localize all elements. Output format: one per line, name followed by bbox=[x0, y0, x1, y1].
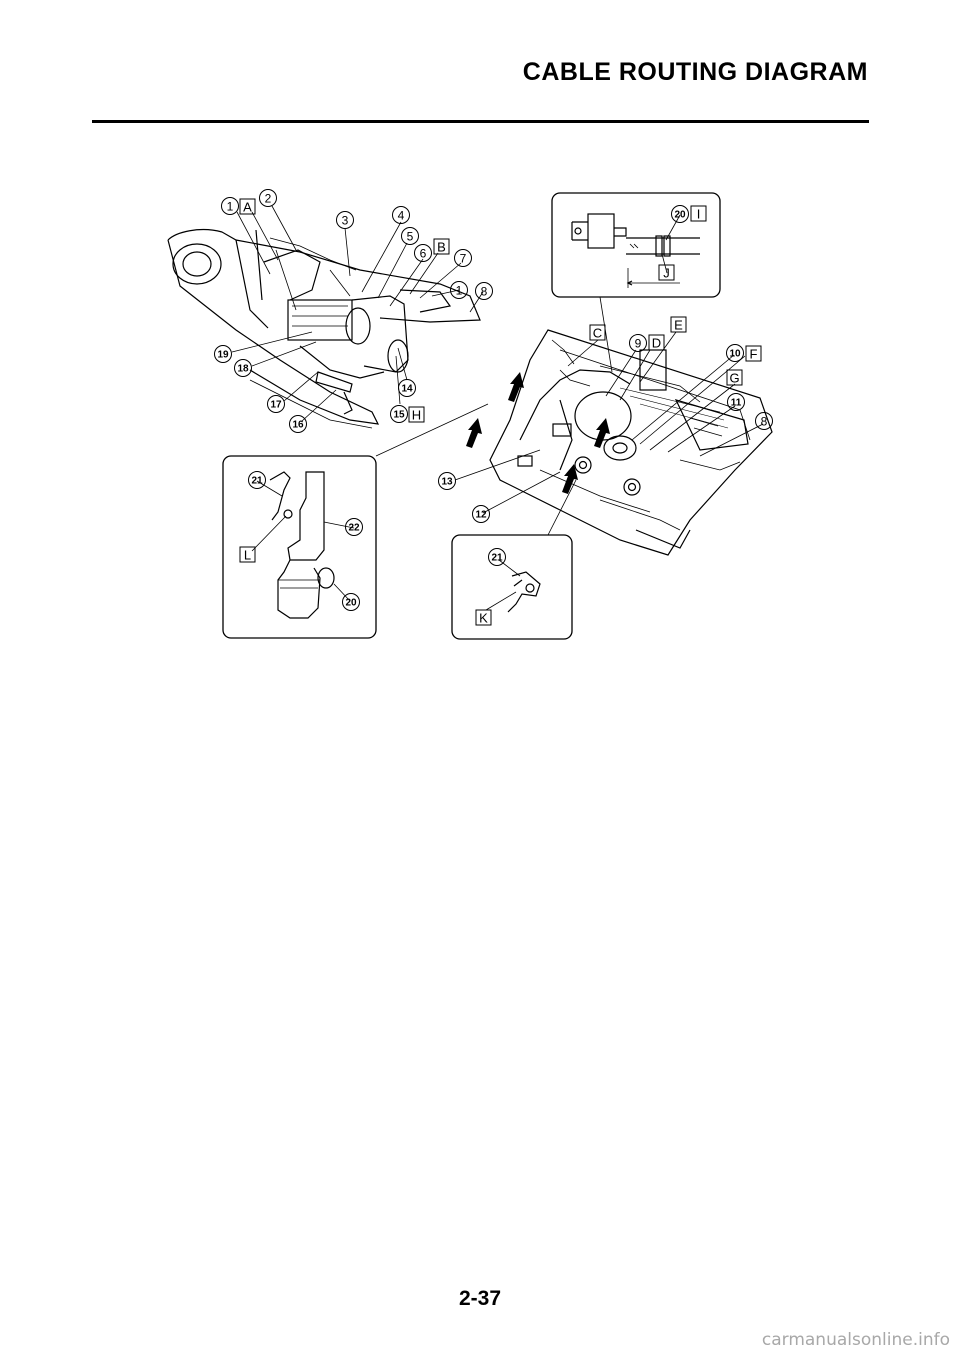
inset-box-bottom-left bbox=[222, 455, 377, 639]
callout-16: 16 bbox=[289, 415, 307, 433]
svg-text:L: L bbox=[244, 548, 251, 563]
inset-box-top-right bbox=[551, 192, 721, 298]
svg-text:19: 19 bbox=[217, 350, 229, 361]
svg-text:9: 9 bbox=[635, 337, 642, 351]
letter-E: E bbox=[670, 316, 687, 333]
svg-text:3: 3 bbox=[342, 214, 349, 228]
svg-text:2: 2 bbox=[265, 192, 272, 206]
callout-1a: 1 bbox=[221, 197, 239, 215]
callout-9: 9 bbox=[629, 334, 647, 352]
callout-20b: 20 bbox=[342, 593, 360, 611]
page-title: CABLE ROUTING DIAGRAM bbox=[522, 58, 868, 86]
callout-4: 4 bbox=[392, 206, 410, 224]
svg-text:I: I bbox=[697, 207, 701, 222]
callout-17: 17 bbox=[267, 395, 285, 413]
callout-10: 10 bbox=[726, 344, 744, 362]
inset-bottom-center-illustration bbox=[507, 571, 541, 613]
callout-21a: 21 bbox=[248, 471, 266, 489]
svg-text:20: 20 bbox=[345, 598, 357, 609]
callout-20a: 20 bbox=[671, 205, 689, 223]
callout-11: 11 bbox=[727, 393, 745, 411]
svg-text:C: C bbox=[593, 326, 602, 341]
svg-text:4: 4 bbox=[398, 209, 405, 223]
watermark: carmanualsonline.info bbox=[761, 1330, 950, 1350]
svg-text:5: 5 bbox=[407, 230, 414, 244]
letter-A: A bbox=[239, 198, 256, 215]
handlebar-throttle-illustration bbox=[167, 228, 481, 429]
svg-text:14: 14 bbox=[401, 384, 413, 395]
svg-text:J: J bbox=[663, 266, 670, 281]
frame-airbox-illustration bbox=[489, 329, 773, 556]
routing-arrows bbox=[466, 372, 610, 494]
page-number: 2-37 bbox=[458, 1287, 502, 1310]
svg-text:12: 12 bbox=[475, 510, 487, 521]
callout-8b: 8 bbox=[755, 412, 773, 430]
svg-text:B: B bbox=[437, 240, 446, 255]
arrow-3 bbox=[594, 418, 610, 448]
svg-text:10: 10 bbox=[729, 349, 741, 360]
inset-top-right-illustration bbox=[571, 213, 700, 288]
letter-I: I bbox=[690, 205, 707, 222]
svg-text:11: 11 bbox=[731, 398, 742, 409]
letter-J: J bbox=[658, 264, 675, 281]
callout-5: 5 bbox=[401, 227, 419, 245]
svg-text:17: 17 bbox=[270, 400, 282, 411]
letter-C: C bbox=[589, 324, 606, 341]
svg-text:8: 8 bbox=[761, 415, 768, 429]
inset-bottom-left-illustration bbox=[269, 471, 335, 619]
inset-box-bottom-center bbox=[451, 534, 573, 640]
callout-19: 19 bbox=[214, 345, 232, 363]
svg-text:21: 21 bbox=[251, 476, 263, 487]
callout-8a: 8 bbox=[475, 282, 493, 300]
callout-12: 12 bbox=[472, 505, 490, 523]
svg-text:7: 7 bbox=[460, 252, 467, 266]
callout-3: 3 bbox=[336, 211, 354, 229]
svg-text:H: H bbox=[412, 408, 421, 423]
letter-callouts: A B H C D E F G I J L K bbox=[239, 198, 762, 626]
callout-7: 7 bbox=[454, 249, 472, 267]
letter-F: F bbox=[745, 345, 762, 362]
svg-text:8: 8 bbox=[481, 285, 488, 299]
svg-text:15: 15 bbox=[393, 410, 405, 421]
callout-6: 6 bbox=[414, 244, 432, 262]
callout-13: 13 bbox=[438, 472, 456, 490]
callout-14: 14 bbox=[398, 379, 416, 397]
number-callouts: 1 2 3 4 5 6 7 1 8 19 18 17 16 14 15 9 10… bbox=[214, 189, 773, 611]
svg-text:F: F bbox=[750, 347, 758, 362]
svg-text:13: 13 bbox=[441, 477, 453, 488]
header-rule bbox=[92, 120, 869, 123]
leader-lines bbox=[231, 205, 764, 611]
svg-text:21: 21 bbox=[491, 553, 503, 564]
callout-15: 15 bbox=[390, 405, 408, 423]
svg-text:20: 20 bbox=[674, 210, 686, 221]
letter-L: L bbox=[239, 546, 256, 563]
svg-text:6: 6 bbox=[420, 247, 427, 261]
callout-1b: 1 bbox=[450, 281, 468, 299]
letter-H: H bbox=[408, 406, 425, 423]
callout-18: 18 bbox=[234, 359, 252, 377]
svg-text:A: A bbox=[243, 200, 252, 215]
svg-text:16: 16 bbox=[292, 420, 304, 431]
letter-G: G bbox=[726, 369, 743, 386]
svg-text:1: 1 bbox=[456, 284, 463, 298]
letter-D: D bbox=[648, 334, 665, 351]
callout-21b: 21 bbox=[488, 548, 506, 566]
svg-text:1: 1 bbox=[227, 200, 234, 214]
svg-text:K: K bbox=[479, 611, 488, 626]
callout-22: 22 bbox=[345, 518, 363, 536]
svg-text:22: 22 bbox=[348, 523, 360, 534]
arrow-2 bbox=[466, 418, 482, 448]
svg-text:18: 18 bbox=[237, 364, 249, 375]
callout-2: 2 bbox=[259, 189, 277, 207]
arrow-1 bbox=[508, 372, 524, 402]
svg-text:G: G bbox=[729, 371, 739, 386]
svg-text:E: E bbox=[674, 318, 683, 333]
letter-B: B bbox=[433, 238, 450, 255]
svg-text:D: D bbox=[652, 336, 661, 351]
arrow-4 bbox=[562, 464, 578, 494]
letter-K: K bbox=[475, 609, 492, 626]
